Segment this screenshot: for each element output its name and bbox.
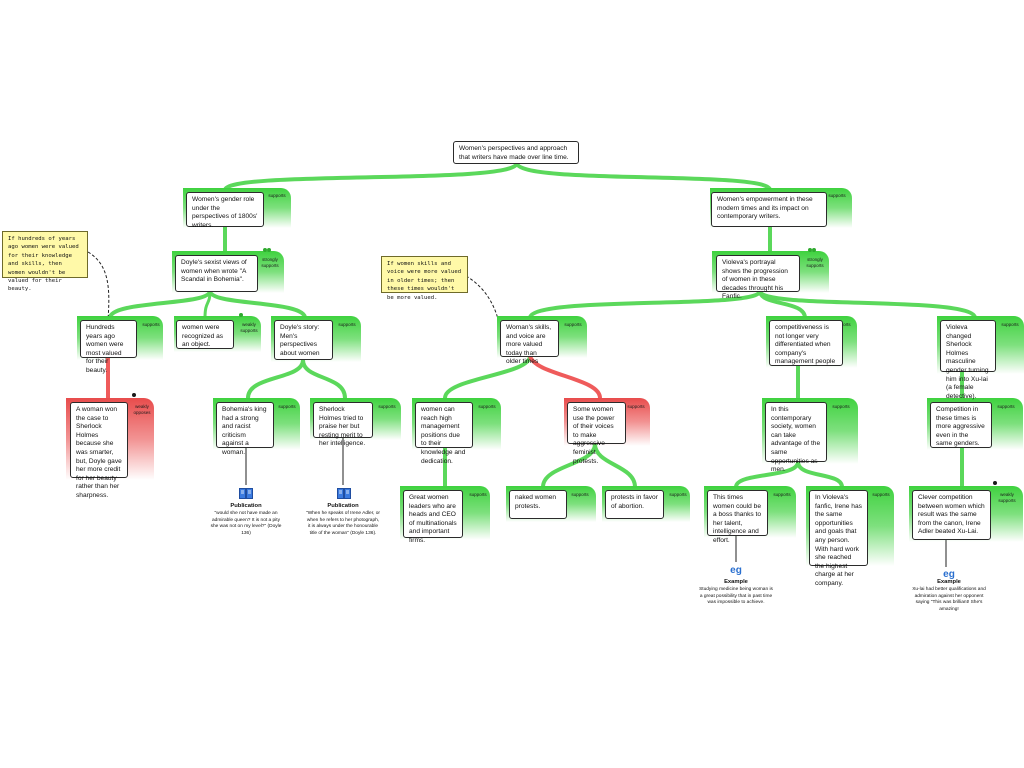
label-great: supports — [469, 492, 487, 497]
node-skills-voice[interactable]: Woman's skills, and voice are more value… — [500, 320, 559, 365]
label-skills: supports — [564, 322, 582, 327]
label-clever: weakly supports — [998, 492, 1016, 503]
node-root[interactable]: Women's perspectives and approach that w… — [453, 141, 579, 164]
edge-somewomen-naked — [541, 443, 597, 488]
node-doyle-sexist[interactable]: Doyle's sexist views of women when wrote… — [175, 255, 258, 292]
publication-2-text: "When he speaks of Irene Adler, or when … — [306, 511, 380, 536]
publication-1-title: Publication — [230, 503, 262, 509]
label-changed: supports — [1001, 322, 1019, 327]
label-highmgmt: supports — [478, 404, 496, 409]
label-story: supports — [338, 322, 356, 327]
node-fanfic-irene[interactable]: In Violeva's fanfic, Irene has the same … — [809, 490, 868, 587]
dot-objects — [239, 313, 243, 317]
node-competitiveness[interactable]: competitiveness is not longer very diffe… — [769, 320, 843, 366]
note-left-connector — [87, 251, 110, 321]
node-women-objects[interactable]: women were recognized as an object. — [176, 320, 234, 349]
node-woman-won[interactable]: A woman won the case to Sherlock Holmes … — [70, 402, 128, 499]
edge-story-sherlock — [301, 359, 347, 399]
example-1-title: Example — [724, 579, 748, 585]
svg-text:eg: eg — [730, 565, 742, 575]
publication-2-title: Publication — [327, 503, 359, 509]
node-some-women[interactable]: Some women use the power of their voices… — [567, 402, 626, 465]
note-middle[interactable]: If women skills and voice were more valu… — [381, 256, 468, 301]
node-violeva-portrayal[interactable]: Violeva's portrayal shows the progressio… — [716, 255, 800, 300]
node-gender-1800s[interactable]: Women's gender role under the perspectiv… — [186, 192, 264, 229]
example-1-text: Studying medicine being woman is a great… — [699, 587, 773, 606]
example-2-text: Xu-lai had better qualifications and adm… — [912, 587, 986, 612]
node-boss[interactable]: This times women could be a boss thanks … — [707, 490, 768, 544]
node-hundreds-years[interactable]: Hundreds years ago women were most value… — [80, 320, 137, 374]
label-modern: supports — [828, 193, 846, 198]
node-modern-empowerment[interactable]: Women's empowerment in these modern time… — [711, 192, 827, 227]
node-naked[interactable]: naked women protests. — [509, 490, 567, 519]
label-sherlock: supports — [378, 404, 396, 409]
book-icon[interactable] — [239, 488, 253, 499]
svg-text:eg: eg — [943, 569, 955, 579]
dot-womanwon — [132, 393, 136, 397]
node-abortion[interactable]: protests in favor of abortion. — [605, 490, 664, 519]
label-naked: supports — [571, 492, 589, 497]
label-bohemia: supports — [278, 404, 296, 409]
edge-violeva-changed — [758, 289, 977, 319]
note-left[interactable]: If hundreds of years ago women were valu… — [2, 231, 88, 292]
label-competition: supports — [997, 404, 1015, 409]
node-doyle-story[interactable]: Doyle's story: Men's perspectives about … — [274, 320, 333, 360]
edge-doyle-hundreds — [108, 290, 212, 319]
label-violeva: strongly supports — [806, 257, 824, 268]
edge-skills-somewomen — [528, 355, 602, 399]
label-fanfic: supports — [872, 492, 890, 497]
dot-doyle-1 — [263, 248, 267, 252]
label-gender: supports — [268, 193, 286, 198]
node-contemporary[interactable]: In this contemporary society, women can … — [765, 402, 827, 473]
example-2-title: Example — [937, 579, 961, 585]
edge-contemp-fanfic — [796, 461, 844, 488]
book-icon[interactable] — [337, 488, 351, 499]
node-sherlock-praise[interactable]: Sherlock Holmes tried to praise her but … — [313, 402, 373, 447]
node-violeva-changed[interactable]: Violeva changed Sherlock Holmes masculin… — [940, 320, 996, 400]
edge-skills-highmgmt — [443, 355, 532, 399]
label-objects: weakly supports — [240, 322, 258, 333]
node-great-women[interactable]: Great women leaders who are heads and CE… — [403, 490, 463, 544]
label-womanwon: weakly opposes — [133, 404, 151, 415]
eg-icon[interactable]: eg — [729, 564, 743, 575]
eg-icon[interactable]: eg — [942, 568, 956, 579]
label-contemp: supports — [832, 404, 850, 409]
dot-violeva-2 — [812, 248, 816, 252]
node-high-mgmt[interactable]: women can reach high management position… — [415, 402, 473, 465]
dot-clever — [993, 481, 997, 485]
edge-violeva-skills — [528, 289, 762, 320]
edge-story-bohemia — [246, 359, 305, 399]
label-abortion: supports — [669, 492, 687, 497]
node-bohemia-king[interactable]: Bohemia's king had a strong and racist c… — [216, 402, 274, 456]
label-somewomen: supports — [627, 404, 645, 409]
node-clever[interactable]: Clever competition between women which r… — [912, 490, 991, 540]
edge-root-gender — [223, 161, 519, 192]
node-competition[interactable]: Competition in these times is more aggre… — [930, 402, 992, 448]
publication-1-text: "would she not have made an admirable qu… — [210, 511, 282, 536]
label-boss: supports — [773, 492, 791, 497]
dot-doyle-2 — [267, 248, 271, 252]
dot-violeva-1 — [808, 248, 812, 252]
label-hundreds: supports — [142, 322, 160, 327]
edge-somewomen-abortion — [593, 443, 637, 488]
edge-contemp-boss — [734, 461, 800, 488]
label-doyle: strongly supports — [261, 257, 279, 268]
edge-doyle-story — [208, 290, 307, 319]
edge-root-modern — [515, 161, 772, 192]
